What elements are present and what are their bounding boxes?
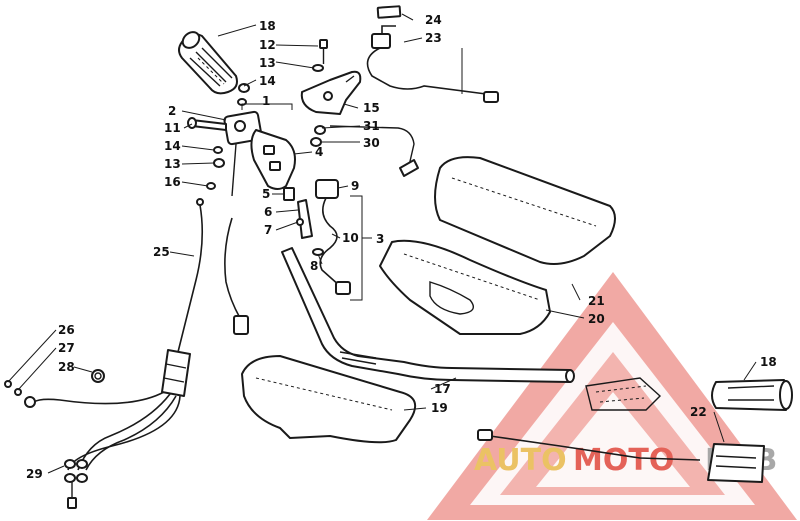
callout-10: 10 [342, 231, 359, 245]
watermark-text-auto: AUTO [474, 443, 567, 478]
callout-6: 6 [264, 205, 272, 219]
callout-2: 2 [168, 104, 176, 118]
callout-18-top: 18 [259, 19, 276, 33]
callout-24: 24 [425, 13, 442, 27]
callout-14-lower: 14 [164, 139, 181, 153]
callout-20: 20 [588, 312, 605, 326]
cable-ends-part [64, 459, 88, 509]
callout-26: 26 [58, 323, 75, 337]
callout-7: 7 [264, 223, 272, 237]
callout-22: 22 [690, 405, 707, 419]
callout-14-top: 14 [259, 74, 276, 88]
callout-23: 23 [425, 31, 442, 45]
callout-16: 16 [164, 175, 181, 189]
cable-clips-part [4, 369, 105, 396]
lower-pad-part [241, 355, 417, 444]
callout-25: 25 [153, 245, 170, 259]
callout-18-right: 18 [760, 355, 777, 369]
callout-27: 27 [58, 341, 75, 355]
upper-pad-part [434, 156, 616, 265]
callout-13-lower: 13 [164, 157, 181, 171]
callout-12: 12 [259, 38, 276, 52]
callout-3: 3 [376, 232, 384, 246]
callout-13-top: 13 [259, 56, 276, 70]
heater-wire-part [224, 217, 249, 335]
handlebar-pad-part [379, 239, 551, 335]
callout-9: 9 [351, 179, 359, 193]
clamp-bolt-part [312, 39, 328, 72]
callout-21: 21 [588, 294, 605, 308]
handlebar-part [281, 247, 575, 383]
brake-lever-part [300, 70, 362, 115]
callout-30: 30 [363, 136, 380, 150]
bracket-1 [241, 98, 293, 110]
callout-17: 17 [434, 382, 451, 396]
callout-31: 31 [363, 119, 380, 133]
parking-brake-part [310, 125, 419, 177]
lower-washers-part [206, 143, 237, 197]
left-grip-part [178, 31, 238, 95]
callout-19: 19 [431, 401, 448, 415]
callout-15: 15 [363, 101, 380, 115]
leader-lines [7, 13, 757, 474]
bracket-3 [350, 195, 372, 301]
throttle-cable-part [24, 198, 204, 471]
callout-8: 8 [310, 259, 318, 273]
callout-28: 28 [58, 360, 75, 374]
callouts: 18 12 13 14 1 15 24 23 2 11 14 13 16 31 … [26, 13, 777, 481]
watermark-text-moto: MOTO [573, 443, 674, 478]
callout-4: 4 [315, 145, 323, 159]
callout-11: 11 [164, 121, 181, 135]
switch-housing-part [250, 129, 296, 190]
upper-nut-part [237, 83, 250, 106]
callout-29: 29 [26, 467, 43, 481]
callout-1: 1 [262, 94, 270, 108]
heater-element-part [477, 377, 765, 483]
throttle-switch-part [366, 5, 499, 103]
right-grip-part [711, 379, 793, 411]
callout-5: 5 [262, 187, 270, 201]
